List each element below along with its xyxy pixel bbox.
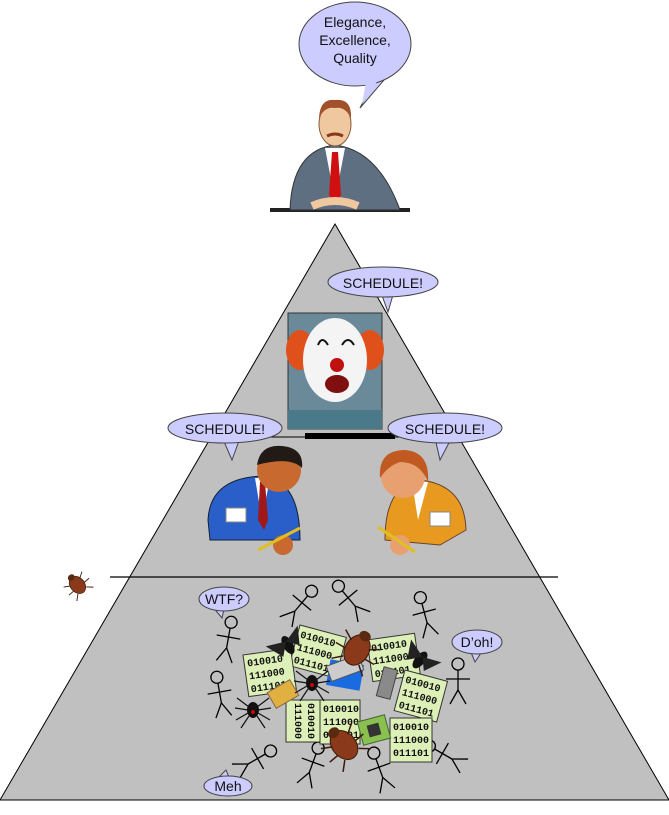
svg-text:010010: 010010 [247, 655, 284, 671]
svg-text:010010: 010010 [323, 705, 359, 716]
svg-text:011101: 011101 [393, 749, 429, 760]
manager-male-figure [207, 445, 303, 555]
clown-portrait [286, 312, 384, 430]
speech-bubble-executive: Elegance, Excellence, Quality [298, 1, 412, 109]
speech-bubble-wtf: WTF? [198, 586, 250, 620]
bubble-text: D’oh! [461, 634, 494, 650]
svg-text:111000: 111000 [291, 703, 302, 739]
hardware-icons [266, 654, 399, 746]
svg-text:010010: 010010 [393, 723, 429, 734]
speech-bubble-clown: SCHEDULE! [327, 266, 439, 314]
bubble-text: Meh [214, 778, 241, 794]
executive-figure [270, 99, 410, 212]
svg-text:111000: 111000 [323, 718, 359, 729]
speech-bubble-manager-right: SCHEDULE! [387, 412, 503, 462]
bubble-line-3: Quality [333, 50, 377, 66]
svg-text:010010: 010010 [304, 703, 315, 739]
tier-divider-bar [305, 433, 395, 439]
speech-bubble-doh: D’oh! [451, 629, 503, 664]
bubble-text: SCHEDULE! [185, 421, 265, 437]
manager-female-figure [377, 450, 467, 555]
svg-text:111000: 111000 [248, 667, 285, 683]
pyramid [0, 223, 669, 801]
svg-text:111000: 111000 [393, 736, 429, 747]
bubble-line-1: Elegance, [324, 14, 386, 30]
bubble-text: SCHEDULE! [405, 421, 485, 437]
svg-text:010010: 010010 [371, 640, 408, 656]
bubble-text: SCHEDULE! [343, 275, 423, 291]
speech-bubble-manager-left: SCHEDULE! [167, 412, 283, 462]
bubble-text: WTF? [205, 591, 243, 607]
bubble-line-2: Excellence, [319, 32, 391, 48]
speech-bubble-meh: Meh [203, 769, 253, 797]
svg-text:111000: 111000 [372, 652, 409, 668]
